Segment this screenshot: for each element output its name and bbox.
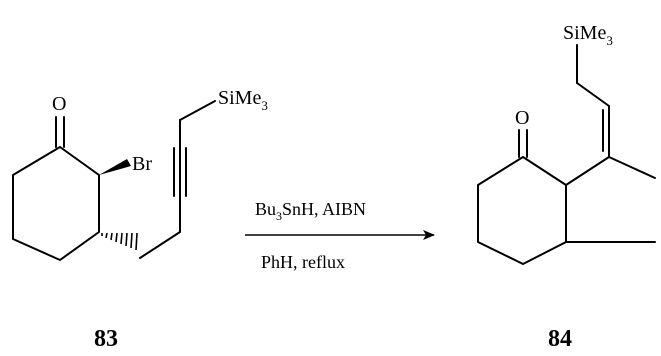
reactant-silyl-label: SiMe3 <box>218 87 268 113</box>
product-84: O SiMe3 84 <box>477 22 656 352</box>
condition-solvent: PhH, reflux <box>261 252 345 272</box>
reactant-bromine-label: Br <box>132 153 152 175</box>
reactant-oxygen-label: O <box>52 93 66 115</box>
condition-reagents: Bu3SnH, AIBN <box>255 199 366 223</box>
product-oxygen-label: O <box>515 107 529 129</box>
reactant-side-chain <box>139 199 181 259</box>
reactant-ring <box>12 146 100 261</box>
reactant-wedge-bond <box>99 159 131 175</box>
product-ring-bond <box>565 156 610 186</box>
reactant-hashed-bond <box>101 232 138 251</box>
reaction-arrow-group: Bu3SnH, AIBN PhH, reflux <box>245 199 435 272</box>
product-compound-label: 84 <box>548 326 572 352</box>
product-chain-bond <box>576 82 610 107</box>
product-ring <box>477 156 567 265</box>
reactant-83: O Br SiMe3 83 <box>12 87 268 352</box>
reactant-ch2-si-bond <box>179 100 216 121</box>
reactant-compound-label: 83 <box>94 326 118 352</box>
product-ring-bond <box>608 156 656 179</box>
product-silyl-label: SiMe3 <box>563 22 613 48</box>
